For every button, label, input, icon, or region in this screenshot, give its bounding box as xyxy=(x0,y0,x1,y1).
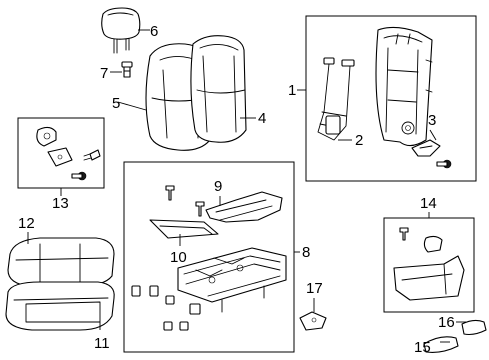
callout-16: 16 xyxy=(438,314,455,331)
shield-knob xyxy=(423,235,443,253)
seat-cushion-cover xyxy=(7,237,115,287)
seatback-pad xyxy=(190,35,247,143)
callout-12: 12 xyxy=(18,215,35,232)
knob-17 xyxy=(299,311,327,331)
side-shield xyxy=(393,255,465,301)
cover-16 xyxy=(461,319,487,336)
seat-cushion-pad xyxy=(5,281,115,331)
frame-group-box xyxy=(305,15,477,182)
callout-14: 14 xyxy=(420,195,437,212)
callout-7: 7 xyxy=(100,65,108,82)
adjuster-bolts xyxy=(165,185,205,217)
shield-screw xyxy=(399,227,409,241)
bracket-nut xyxy=(71,171,87,181)
callout-9: 9 xyxy=(214,178,222,195)
callout-8: 8 xyxy=(302,244,310,261)
bracket-bolt xyxy=(83,149,101,161)
frame-bolt xyxy=(436,159,452,169)
callout-15: 15 xyxy=(414,339,431,356)
callout-3: 3 xyxy=(428,112,436,129)
adjuster-group-box xyxy=(123,161,295,353)
cover-15 xyxy=(423,336,459,353)
bracket-clip xyxy=(36,126,57,147)
callout-4: 4 xyxy=(258,110,266,127)
leader-lines xyxy=(27,29,466,343)
callout-1: 1 xyxy=(288,82,296,99)
callout-5: 5 xyxy=(112,95,120,112)
headrest xyxy=(101,7,141,54)
callout-6: 6 xyxy=(150,23,158,40)
lumbar-support xyxy=(317,57,355,141)
track-clips xyxy=(131,285,201,331)
callout-17: 17 xyxy=(306,280,323,297)
headrest-guide xyxy=(121,61,133,78)
seat-shield-9 xyxy=(205,191,283,223)
bracket-mount xyxy=(47,147,73,167)
callout-10: 10 xyxy=(170,249,187,266)
recliner-lever xyxy=(411,139,441,157)
slide-cover-10 xyxy=(149,219,219,239)
seatback-frame xyxy=(375,26,433,147)
callout-13: 13 xyxy=(52,195,69,212)
callout-2: 2 xyxy=(355,132,363,149)
seat-track xyxy=(177,247,287,313)
callout-11: 11 xyxy=(94,335,110,352)
